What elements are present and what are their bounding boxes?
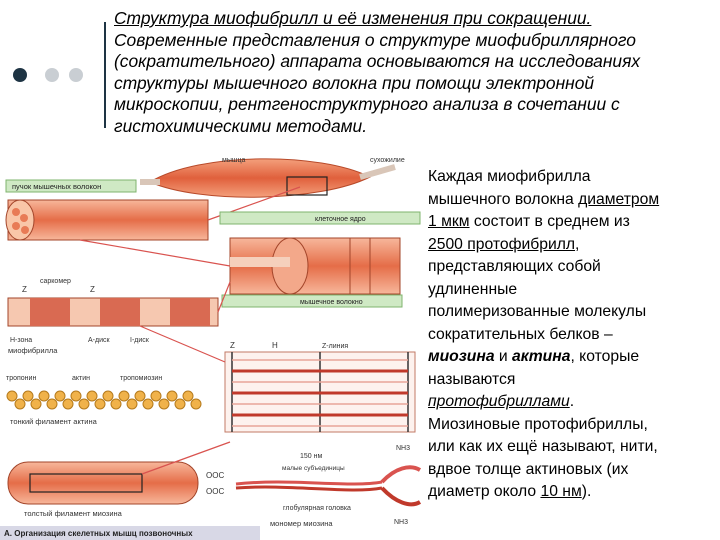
desc-and: и [494,348,513,365]
myofibril-illustration [7,297,219,327]
link-protofibrils-count[interactable]: 2500 протофибрилл [428,235,576,253]
label-thin-filament: тонкий филамент актина [10,417,98,426]
label-h: H [272,341,278,350]
fiber-bundle-illustration [5,199,209,241]
actin-bead [22,390,34,402]
actin-bead [86,390,98,402]
muscle-illustration [140,158,396,198]
bullet-dot-dark [13,68,27,82]
desc-part-6: ). [581,483,592,500]
label-tendon: сухожилие [370,157,405,164]
actin-bead [126,398,138,410]
actin-bead [46,398,58,410]
label-myofibril: миофибрилла [8,346,58,355]
title-divider [104,22,106,128]
label-actin: актин [72,375,90,382]
label-150nm: 150 нм [300,453,322,460]
muscle-fiber-illustration [229,237,401,295]
figure-caption: А. Организация скелетных мышц позвоночны… [4,529,193,538]
actin-bead [118,390,130,402]
bullet-dot-light-1 [45,68,59,82]
term-myosin: миозина [428,348,495,365]
label-troponin: тропонин [6,375,36,382]
label-adisk: А-диск [88,337,110,344]
actin-bead [14,398,26,410]
actin-bead [134,390,146,402]
label-zline: Z-линия [322,343,348,350]
label-idisk: I-диск [130,337,150,344]
actin-bead [102,390,114,402]
actin-bead [6,390,18,402]
label-z-3: Z [230,341,235,350]
myosin-monomer-illustration [235,465,422,507]
label-hzone: Н-зона [10,337,32,344]
actin-bead [142,398,154,410]
desc-part-5: . Миозиновые протофибриллы, или как их е… [428,393,658,500]
label-ooc-1: ООС [206,471,224,480]
link-diameter[interactable]: диаметром 1 мкм [428,190,660,231]
sarcomere-filament-lines [232,359,408,427]
label-thick-filament: толстый филамент миозина [24,509,123,518]
label-bundle: пучок мышечных волокон [12,182,101,191]
actin-bead [94,398,106,410]
label-tropomyosin: тропомиозин [120,375,162,382]
actin-bead [158,398,170,410]
actin-bead [70,390,82,402]
label-ooc-2: ООС [206,487,224,496]
bullet-dot-light-2 [69,68,83,82]
label-sarcomere: саркомер [40,278,71,285]
link-protofibrils[interactable]: протофибриллами [428,393,570,410]
label-nh3-1: NH3 [396,445,410,452]
actin-bead [38,390,50,402]
myofibril-description: Каждая миофибрилла мышечного волокна диа… [428,166,718,504]
label-small-subunits: малые субъединицы [282,464,345,472]
desc-part-2: состоит в среднем из [473,213,630,230]
thick-filament-illustration [7,461,199,505]
desc-part-1: Каждая миофибрилла мышечного волокна [428,168,591,208]
actin-bead [182,390,194,402]
slide-intro: Современные представления о структуре ми… [114,29,641,136]
slide-header: Структура миофибрилл и её изменения при … [114,8,718,137]
label-nucleus: клеточное ядро [315,216,366,223]
label-z-2: Z [90,285,95,294]
actin-bead [150,390,162,402]
actin-bead [110,398,122,410]
label-z-1: Z [22,285,27,294]
actin-bead [54,390,66,402]
label-nh3-2: NH3 [394,519,408,526]
actin-bead [78,398,90,410]
myofibril-figure: мышца сухожилие пучок мышечных волокон к… [0,152,425,540]
term-actin: актина [512,348,571,365]
actin-bead [174,398,186,410]
slide-title: Структура миофибрилл и её изменения при … [114,8,592,28]
slide-bullets [13,65,93,85]
actin-filament-illustration [6,390,202,410]
actin-bead [62,398,74,410]
actin-bead [30,398,42,410]
desc-part-3: , представляющих собой удлиненные полиме… [428,235,647,343]
actin-bead [166,390,178,402]
label-fiber: мышечное волокно [300,299,363,306]
label-heads: глобулярная головка [283,504,351,512]
value-10nm: 10 нм [540,483,582,500]
actin-bead [190,398,202,410]
label-muscle: мышца [222,157,245,164]
label-monomer: мономер миозина [270,519,333,528]
desc-part-4: , которые называются [428,348,640,388]
